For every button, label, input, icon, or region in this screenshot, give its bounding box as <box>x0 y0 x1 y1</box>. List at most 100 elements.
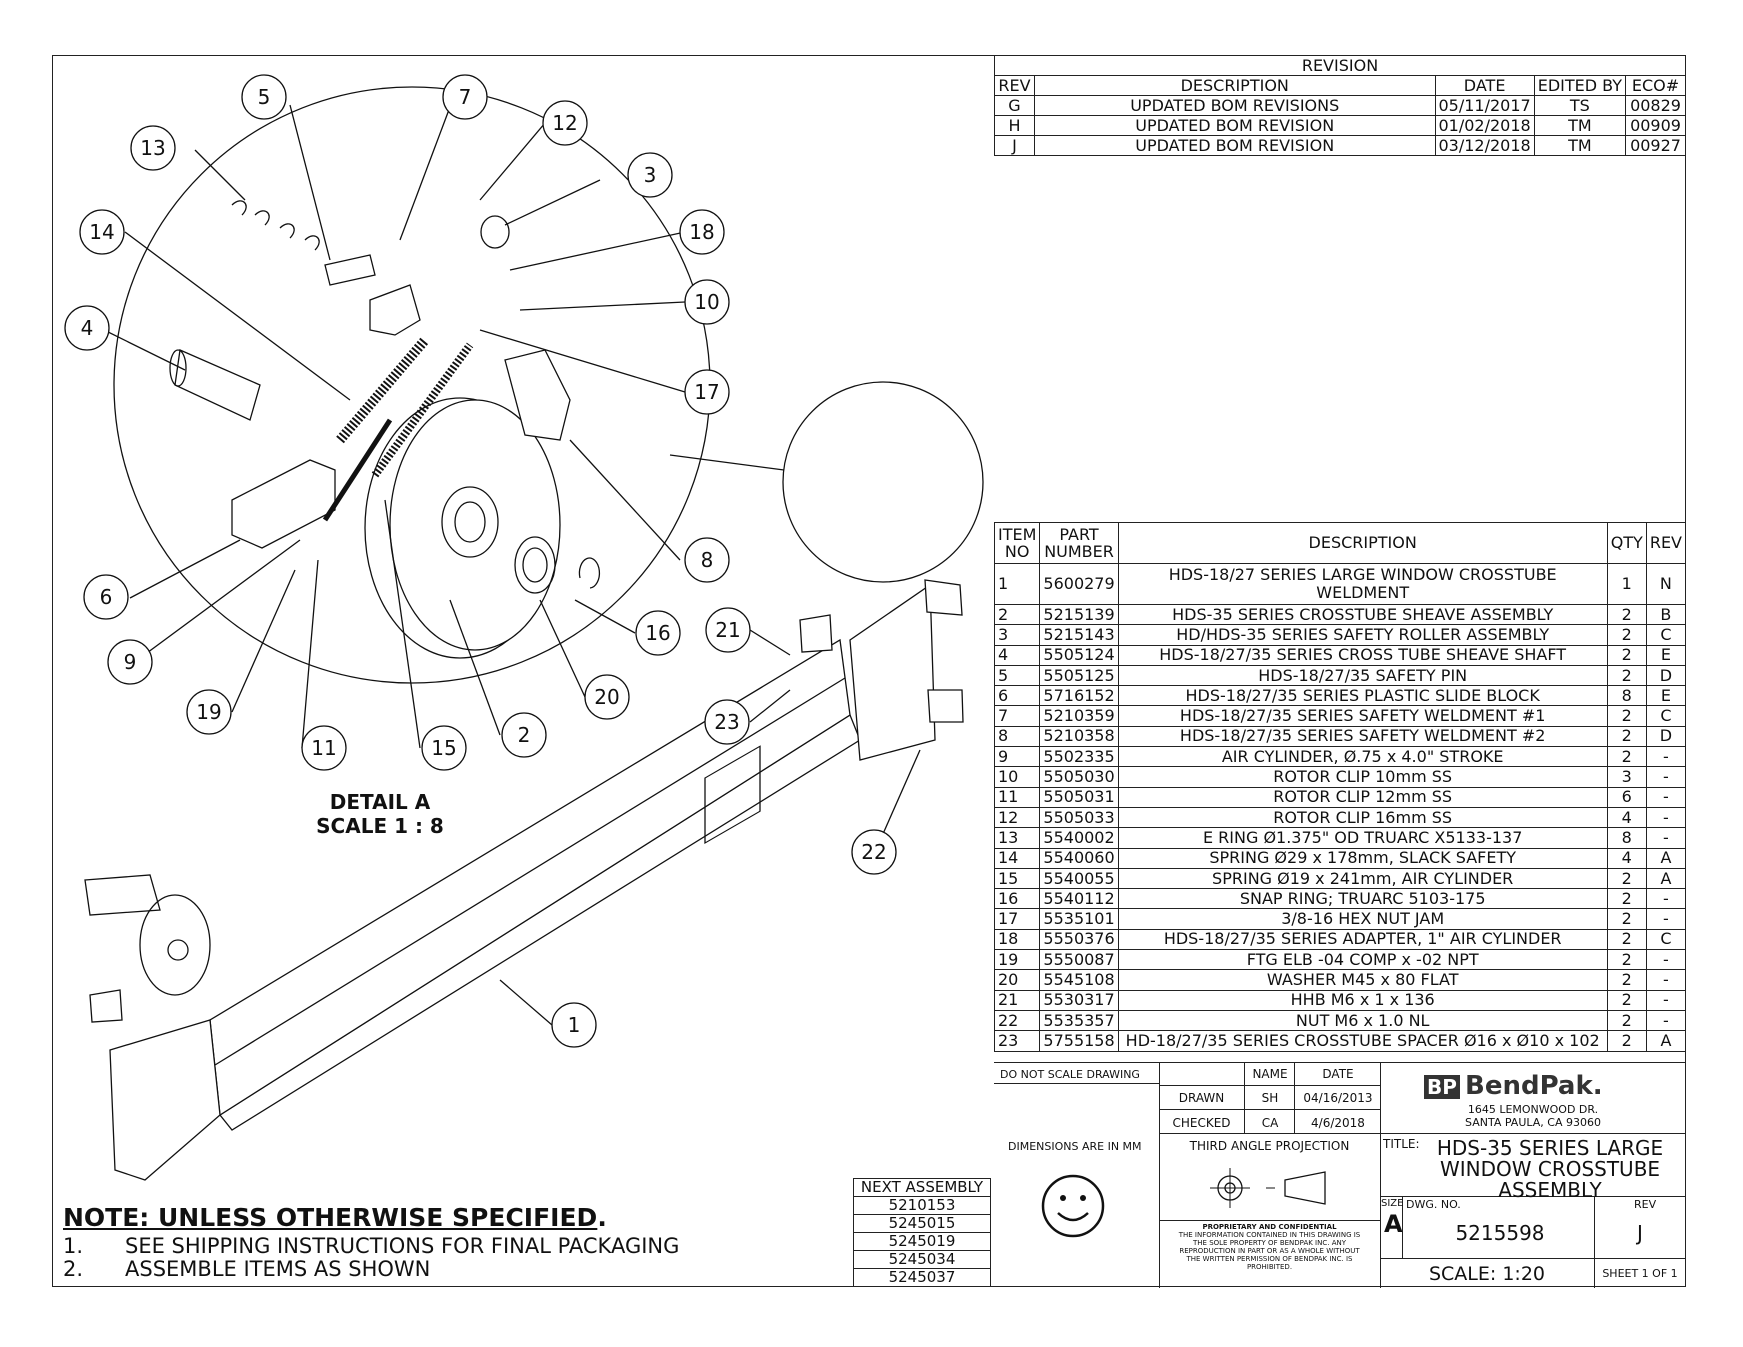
bom-cell: 8 <box>1606 685 1647 707</box>
bom-cell: 5505124 <box>1039 644 1119 666</box>
balloon-19-circle <box>186 689 232 735</box>
crosstube-body-face <box>219 714 861 1131</box>
balloon-4: 4 <box>81 316 94 340</box>
bom-cell: 4 <box>1606 806 1647 829</box>
next-assembly-item: 5245019 <box>853 1232 991 1251</box>
bom-cell: HD-18/27/35 SERIES CROSSTUBE SPACER Ø16 … <box>1117 1030 1608 1052</box>
balloon-8: 8 <box>701 548 714 572</box>
balloon-6-circle <box>83 574 129 620</box>
bom-cell: 1 <box>1606 563 1647 605</box>
bom-cell: 5530317 <box>1039 989 1119 1011</box>
bom-cell: 5535357 <box>1039 1009 1119 1032</box>
revision-cell: H <box>994 115 1035 136</box>
balloon-4-circle <box>64 305 110 351</box>
drawing-geometry <box>84 86 984 1181</box>
air-cylinder-9 <box>322 418 393 522</box>
bom-cell: - <box>1645 969 1687 991</box>
bom-table: ITEM NO PART NUMBER DESCRIPTION QTY REV … <box>993 522 1687 1052</box>
bom-cell: AIR CYLINDER, Ø.75 x 4.0" STROKE <box>1117 746 1608 768</box>
crosstube-window <box>704 745 761 844</box>
bom-cell: 13 <box>993 827 1041 849</box>
bom-cell: - <box>1645 746 1687 768</box>
next-assembly-row: 5245015 <box>853 1214 991 1233</box>
note-line-1: 1.SEE SHIPPING INSTRUCTIONS FOR FINAL PA… <box>63 1234 680 1258</box>
bom-cell: 5 <box>993 664 1041 687</box>
balloon-7-circle <box>442 74 488 120</box>
note-line-2: 2.ASSEMBLE ITEMS AS SHOWN <box>63 1257 431 1281</box>
bom-cell: 2 <box>1606 1009 1647 1032</box>
bom-cell: 5540060 <box>1039 847 1119 869</box>
shaft-4-end <box>169 349 187 387</box>
bom-cell: A <box>1645 847 1687 869</box>
bom-cell: 5550087 <box>1039 949 1119 971</box>
checked-label: CHECKED <box>1172 1116 1231 1130</box>
bom-cell: 6 <box>1606 786 1647 808</box>
bom-header-qty: QTY <box>1606 522 1647 564</box>
balloon-5: 5 <box>258 85 271 109</box>
bom-cell: 5535101 <box>1039 908 1119 930</box>
bom-cell: 2 <box>1606 867 1647 890</box>
sheave-hub <box>441 486 499 558</box>
bom-cell: - <box>1645 1009 1687 1032</box>
bom-cell: HHB M6 x 1 x 136 <box>1117 989 1608 1011</box>
dimensions-note: DIMENSIONS ARE IN MM <box>1008 1140 1142 1153</box>
bom-cell: 2 <box>1606 949 1647 971</box>
balloon-20: 20 <box>594 685 619 709</box>
balloon-23-circle <box>704 699 750 745</box>
snap-ring-16 <box>578 557 601 589</box>
washer-20-inner <box>522 547 548 583</box>
weldment-8 <box>504 349 571 441</box>
bom-cell: - <box>1645 989 1687 1011</box>
revision-cell: 01/02/2018 <box>1434 115 1535 136</box>
slide-block-mid <box>799 614 833 653</box>
detail-leader-line <box>669 454 785 471</box>
balloon-14: 14 <box>89 220 114 244</box>
safety-pin-5 <box>324 254 376 286</box>
do-not-scale: DO NOT SCALE DRAWING <box>1000 1068 1140 1081</box>
logo-text: BendPak. <box>1465 1071 1603 1101</box>
bendpak-logo: BP BendPak. <box>1424 1071 1603 1101</box>
balloon-13-circle <box>130 125 176 171</box>
bom-header: ITEM NO PART NUMBER DESCRIPTION QTY REV <box>993 522 1687 564</box>
slide-block-bottom <box>927 689 964 723</box>
bom-cell: HDS-18/27/35 SERIES SAFETY WELDMENT #2 <box>1117 725 1608 748</box>
bom-cell: C <box>1645 705 1687 727</box>
slide-block-6 <box>231 459 336 549</box>
balloon-6: 6 <box>100 585 113 609</box>
revision-cell: UPDATED BOM REVISION <box>1033 115 1436 136</box>
bom-cell: HDS-18/27/35 SERIES SAFETY WELDMENT #1 <box>1117 705 1608 727</box>
balloon-11: 11 <box>311 736 336 760</box>
projection-cone <box>1284 1171 1326 1205</box>
revision-cell: G <box>994 95 1035 116</box>
bom-cell: 2 <box>1606 888 1647 910</box>
bom-cell: 9 <box>993 746 1041 768</box>
bom-cell: 2 <box>1606 969 1647 991</box>
bom-cell: 23 <box>993 1030 1041 1052</box>
bom-cell: 5755158 <box>1039 1030 1119 1052</box>
bom-cell: A <box>1645 1030 1687 1052</box>
scale-value: SCALE: 1:20 <box>1428 1263 1546 1285</box>
bom-cell: 2 <box>1606 1030 1647 1052</box>
bom-cell: 2 <box>1606 908 1647 930</box>
notes-title: NOTE: UNLESS OTHERWISE SPECIFIED. <box>63 1203 607 1232</box>
bom-header-desc: DESCRIPTION <box>1117 522 1608 564</box>
bom-cell: SPRING Ø29 x 178mm, SLACK SAFETY <box>1117 847 1608 869</box>
bom-cell: 5545108 <box>1039 969 1119 991</box>
bom-cell: 5215143 <box>1039 624 1119 646</box>
balloon-14-circle <box>79 209 125 255</box>
left-sheave-hub <box>167 939 189 961</box>
left-safety-assembly <box>84 874 161 916</box>
bom-cell: 6 <box>993 685 1041 707</box>
bom-cell: HD/HDS-35 SERIES SAFETY ROLLER ASSEMBLY <box>1117 624 1608 646</box>
balloon-13: 13 <box>140 136 165 160</box>
